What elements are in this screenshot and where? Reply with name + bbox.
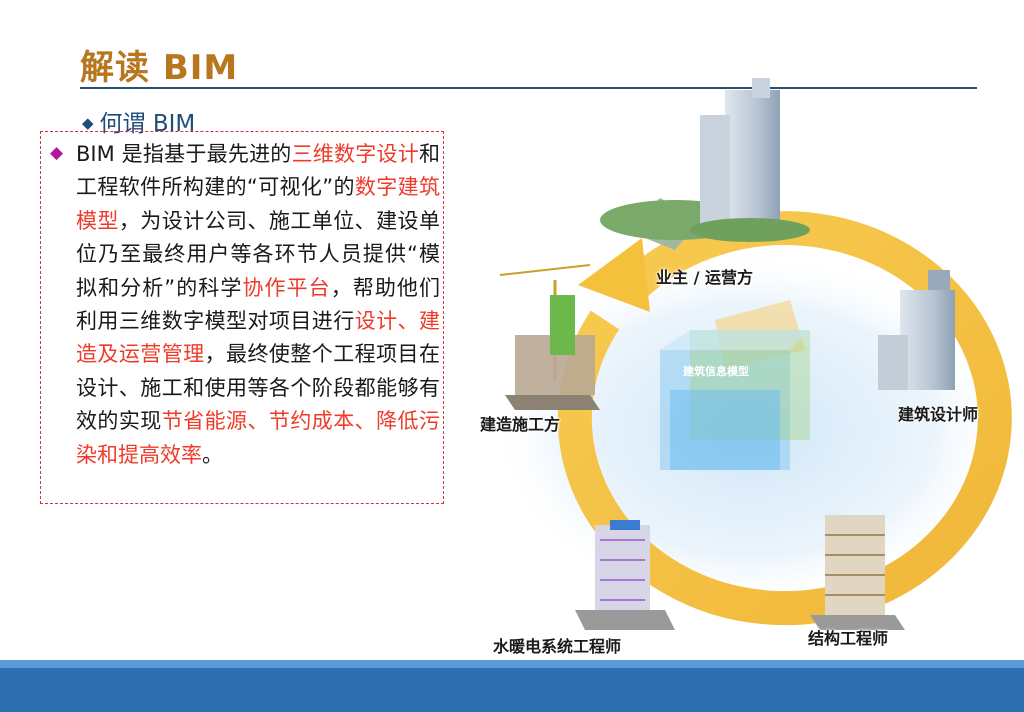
title-divider bbox=[80, 87, 977, 89]
role-label-architect: 建筑设计师 bbox=[898, 405, 979, 424]
definition-paragraph: BIM 是指基于最先进的三维数字设计和工程软件所构建的“可视化”的数字建筑模型，… bbox=[76, 138, 440, 472]
paragraph-text: 和工程软件所构建的“可视化”的 bbox=[76, 142, 440, 200]
footer-accent-bar bbox=[0, 660, 1024, 668]
paragraph-text: BIM 是指基于最先进的 bbox=[76, 142, 292, 166]
role-label-structural: 结构工程师 bbox=[808, 629, 889, 648]
mep-building-illustration bbox=[575, 520, 675, 630]
section-heading-text: 何谓 BIM bbox=[99, 111, 196, 137]
cycle-arrowhead bbox=[578, 238, 650, 312]
highlighted-text: 节省能源、节约成本、降低污染和提高效率 bbox=[76, 409, 440, 467]
diamond-bullet-icon: ◆ bbox=[82, 114, 94, 132]
paragraph-text: ，最终使整个工程项目在设计、施工和使用等各个阶段都能够有效的实现 bbox=[76, 342, 440, 434]
definition-box bbox=[40, 131, 444, 504]
paragraph-text: ，帮助他们利用三维数字模型对项目进行 bbox=[76, 275, 440, 334]
role-label-mep: 水暖电系统工程师 bbox=[493, 637, 622, 656]
role-label-owner: 业主 / 运营方 bbox=[656, 268, 753, 287]
footer-bar bbox=[0, 668, 1024, 712]
highlighted-text: 三维数字设计 bbox=[291, 142, 419, 166]
owner-building-illustration bbox=[600, 78, 810, 250]
role-label-construction: 建造施工方 bbox=[480, 415, 561, 434]
structural-building-illustration bbox=[810, 515, 905, 630]
highlighted-text: 数字建筑模型 bbox=[76, 175, 441, 233]
diamond-bullet-icon: ◆ bbox=[50, 143, 64, 163]
cycle-arrow bbox=[557, 211, 1012, 626]
paragraph-text: 。 bbox=[202, 442, 223, 467]
construction-building-illustration bbox=[499, 264, 600, 410]
paragraph-text: ，为设计公司、施工单位、建设单位乃至最终用户等各环节人员提供“模拟和分析”的科学 bbox=[76, 208, 440, 300]
bim-lifecycle-diagram bbox=[490, 78, 1012, 630]
section-heading: ◆ 何谓 BIM bbox=[82, 104, 195, 138]
architect-building-illustration bbox=[878, 270, 955, 390]
highlighted-text: 协作平台 bbox=[242, 275, 331, 300]
bim-model-cubes bbox=[660, 300, 810, 470]
slide-title: 解读 BIM bbox=[80, 48, 239, 88]
highlighted-text: 设计、建造及运营管理 bbox=[76, 309, 440, 367]
bim-model-label: 建筑信息模型 bbox=[683, 365, 749, 378]
